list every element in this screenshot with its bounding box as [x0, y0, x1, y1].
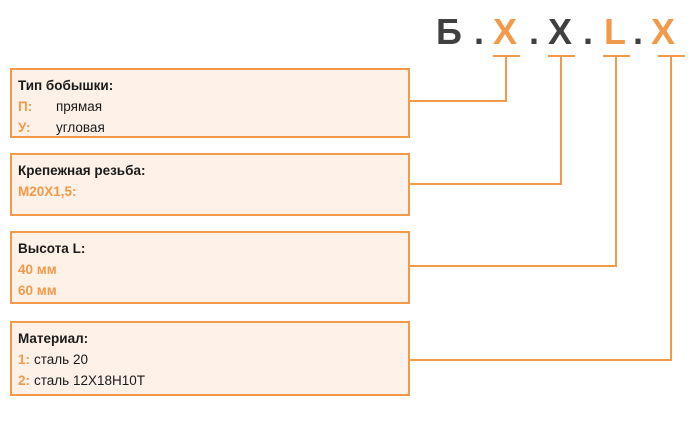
material-option-value: сталь 12Х18Н10Т [34, 373, 146, 388]
code-dot: . [529, 11, 540, 52]
thread-title: Крепежная резьба: [18, 163, 146, 178]
material-box: Материал: 1:сталь 20 2:сталь 12Х18Н10Т [10, 321, 410, 396]
code-char-type: X [493, 11, 518, 52]
material-option-value: сталь 20 [34, 352, 88, 367]
thread-box: Крепежная резьба: M20X1,5: [10, 153, 410, 216]
code-char-b: Б [436, 11, 462, 52]
code-dot: . [633, 11, 644, 52]
thread-option: M20X1,5: [18, 184, 77, 199]
type-option-key: П: [18, 99, 33, 114]
type-title: Тип бобышки: [18, 78, 114, 93]
height-option: 60 мм [18, 283, 57, 298]
type-box: Тип бобышки: П: прямая У: угловая [10, 68, 410, 138]
material-option: 1:сталь 20 [18, 349, 402, 370]
code-char-thread: X [548, 11, 573, 52]
code-dot: . [474, 11, 485, 52]
code-char-material: X [651, 11, 676, 52]
height-option: 40 мм [18, 262, 57, 277]
type-option-key: У: [18, 120, 31, 135]
material-option-key: 2: [18, 373, 31, 388]
code-dot: . [583, 11, 594, 52]
type-option-value: прямая [56, 99, 103, 114]
connector-height [410, 56, 617, 267]
connector-thread [410, 56, 562, 185]
height-title: Высота L: [18, 241, 86, 256]
connector-type [410, 56, 507, 102]
material-option: 2:сталь 12Х18Н10Т [18, 370, 402, 391]
material-title: Материал: [18, 331, 89, 346]
height-box: Высота L: 40 мм 60 мм [10, 231, 410, 304]
code-char-height: L [604, 11, 626, 52]
connector-material [410, 56, 672, 361]
type-option: У: угловая [18, 117, 402, 138]
type-option-value: угловая [56, 120, 105, 135]
type-option: П: прямая [18, 96, 402, 117]
material-option-key: 1: [18, 352, 31, 367]
